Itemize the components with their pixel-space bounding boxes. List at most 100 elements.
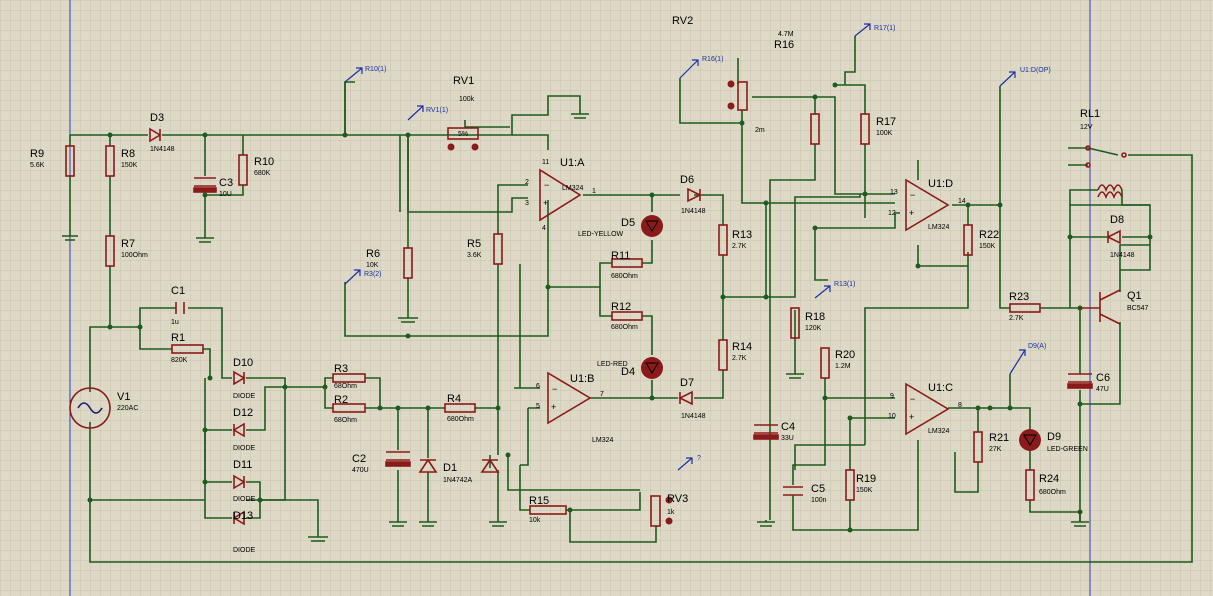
svg-text:12: 12 [888, 210, 896, 217]
r4-ref-label: R4 [447, 393, 461, 405]
rl1-ref-label: RL1 [1080, 108, 1100, 120]
svg-text:−: − [552, 384, 557, 394]
r1-ref-label: R1 [171, 332, 185, 344]
resistors [65, 81, 1041, 527]
c6-value-label: 47U [1096, 386, 1109, 393]
u1d-ref-label: U1:D [928, 178, 953, 190]
r9-value-label: 5.6K [30, 162, 45, 169]
rv1-value-label: 100k [459, 96, 475, 103]
u1b-ref-label: U1:B [570, 373, 594, 385]
wires [69, 36, 1193, 563]
r21-ref-label: R21 [989, 432, 1009, 444]
svg-text:14: 14 [958, 198, 966, 205]
probe-rv1: RV1(1) [426, 107, 448, 114]
d13-value-label: DIODE [233, 547, 256, 554]
d12-ref-label: D12 [233, 407, 253, 419]
c4-value-label: 33U [781, 435, 794, 442]
r2-ref-label: R2 [334, 394, 348, 406]
r4-value-label: 680Ohm [447, 416, 474, 423]
d8-value-label: 1N4148 [1110, 252, 1135, 259]
svg-text:6: 6 [536, 383, 540, 390]
svg-text:2: 2 [525, 179, 529, 186]
capacitors [175, 177, 1093, 496]
c2-value-label: 470U [352, 467, 369, 474]
probe-r10: R10(1) [365, 66, 386, 73]
q1-value-label: BC547 [1127, 305, 1149, 312]
svg-text:3: 3 [525, 200, 529, 207]
r7-value-label: 100Ohm [121, 252, 148, 259]
relay-symbol [1085, 145, 1127, 200]
svg-text:1: 1 [592, 188, 596, 195]
r17-ref-label: R17 [876, 116, 896, 128]
v1-ref-label: V1 [117, 391, 130, 403]
svg-text:+: + [543, 198, 548, 208]
r23-ref-label: R23 [1009, 291, 1029, 303]
component-labels: RV2R164.7MRV1100kR95.6KR8150KD31N4148R10… [30, 15, 1149, 554]
svg-text:8: 8 [958, 402, 962, 409]
svg-text:−: − [544, 180, 549, 190]
d11-ref-label: D11 [233, 459, 252, 471]
svg-text:4: 4 [542, 225, 546, 232]
d5-value-label: LED-YELLOW [578, 231, 624, 238]
r7-ref-label: R7 [121, 238, 135, 250]
leds [641, 215, 1041, 451]
r13-value-label: 2.7K [732, 243, 747, 250]
rv2-ref-label: RV2 [672, 15, 693, 27]
svg-text:10: 10 [888, 413, 896, 420]
pot-terminals [447, 80, 735, 525]
r11-ref-label: R11 [611, 250, 630, 262]
transistor-symbol [1080, 289, 1121, 325]
u1b-value-label: LM324 [592, 437, 614, 444]
r14-ref-label: R14 [732, 341, 752, 353]
d10-value-label: DIODE [233, 393, 256, 400]
q1-ref-label: Q1 [1127, 290, 1142, 302]
probe-arrows [344, 23, 1026, 471]
svg-text:9: 9 [890, 393, 894, 400]
r15-value-label: 10k [529, 517, 541, 524]
r1-value-label: 820K [171, 357, 188, 364]
svg-text:7: 7 [600, 391, 604, 398]
probe-r3: R3(2) [364, 271, 382, 278]
r2-value-label: 68Ohm [334, 417, 357, 424]
r11-value-label: 680Ohm [611, 273, 638, 280]
svg-text:+: + [909, 208, 914, 218]
v1-value-label: 220AC [117, 405, 138, 412]
c5-ref-label: C5 [811, 483, 825, 495]
c1-ref-label: C1 [171, 285, 185, 297]
r5-value-label: 3.6K [467, 252, 482, 259]
r14-value-label: 2.7K [732, 355, 747, 362]
c5-value-label: 100n [811, 497, 827, 504]
ground-symbols [62, 112, 1089, 542]
r16-ref-label: R16 [774, 39, 794, 51]
svg-text:13: 13 [890, 189, 898, 196]
r12-ref-label: R12 [611, 301, 631, 313]
r23-value-label: 2.7K [1009, 315, 1024, 322]
svg-text:+: + [909, 412, 914, 422]
u1d-value-label: LM324 [928, 224, 950, 231]
c2-ref-label: C2 [352, 453, 366, 465]
d9-value-label: LED-GREEN [1047, 446, 1088, 453]
d9-ref-label: D9 [1047, 431, 1061, 443]
r20-ref-label: R20 [835, 349, 855, 361]
r6-value-label: 10K [366, 262, 379, 269]
r3-value-label: 68Ohm [334, 383, 357, 390]
d1-ref-label: D1 [443, 462, 457, 474]
r22-ref-label: R22 [979, 229, 999, 241]
r24-ref-label: R24 [1039, 473, 1059, 485]
d11-value-label: DIODE [233, 496, 256, 503]
r13-ref-label: R13 [732, 229, 752, 241]
probe-r13: R13(1) [834, 281, 855, 288]
svg-text:−: − [910, 190, 915, 200]
r15-ref-label: R15 [529, 495, 549, 507]
d10-ref-label: D10 [233, 357, 253, 369]
r5-ref-label: R5 [467, 238, 481, 250]
r21-value-label: 27K [989, 446, 1002, 453]
d12-value-label: DIODE [233, 445, 256, 452]
d1-value-label: 1N4742A [443, 477, 473, 484]
r6-ref-label: R6 [366, 248, 380, 260]
r9-ref-label: R9 [30, 148, 44, 160]
c3-value-label: 10U [219, 191, 232, 198]
c3-ref-label: C3 [219, 177, 233, 189]
r19-ref-label: R19 [856, 473, 876, 485]
